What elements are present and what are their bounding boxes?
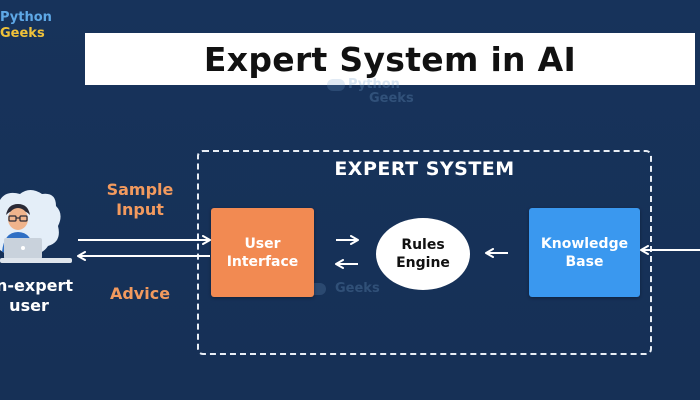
watermark-icon — [327, 78, 345, 91]
knowledge-base-line-1: Knowledge — [540, 235, 629, 252]
laptop-icon — [0, 238, 72, 263]
watermark-line-2: Geeks — [369, 91, 414, 106]
sample-input-label: Sample Input — [95, 180, 185, 220]
knowledge-base-box: Knowledge Base — [529, 208, 640, 297]
brand-line-2: Geeks — [0, 26, 45, 41]
rules-engine-node: Rules Engine — [376, 218, 470, 290]
expert-system-label: EXPERT SYSTEM — [334, 158, 515, 180]
user-interface-box: User Interface — [211, 208, 314, 297]
watermark-line-1: Python — [348, 77, 400, 92]
title-banner: Expert System in AI — [85, 33, 695, 85]
expert-system-frame — [197, 150, 652, 355]
user-label-line-1: n-expert — [0, 276, 74, 295]
watermark-text: Geeks — [335, 281, 380, 296]
rules-engine-line-2: Engine — [396, 255, 450, 271]
rules-engine-line-1: Rules — [401, 237, 445, 253]
knowledge-base-line-2: Base — [565, 253, 604, 270]
advice-label: Advice — [109, 284, 171, 303]
user-label: n-expert user — [0, 276, 74, 316]
user-label-line-2: user — [9, 296, 49, 315]
brand-logo[interactable]: Python Geeks — [0, 10, 52, 42]
sample-input-line-2: Input — [116, 200, 164, 219]
user-interface-line-1: User — [244, 235, 281, 252]
user-interface-line-2: Interface — [226, 253, 299, 270]
brand-line-1: Python — [0, 10, 52, 25]
page-title: Expert System in AI — [203, 39, 577, 79]
sample-input-line-1: Sample — [106, 180, 174, 199]
user-illustration — [0, 190, 72, 263]
watermark-logo: Python Geeks — [327, 78, 414, 106]
